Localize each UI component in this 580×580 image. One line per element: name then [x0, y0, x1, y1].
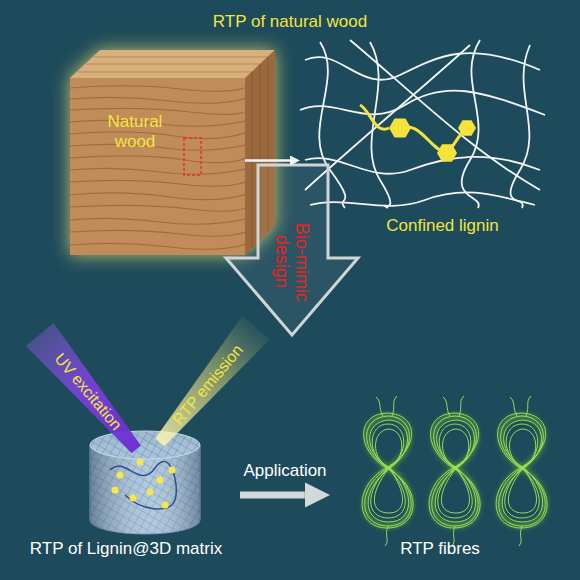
lignin-dot: [147, 489, 154, 496]
cellulose-chain: [511, 45, 530, 208]
emission-beam: RTP emission: [146, 316, 270, 454]
lignin-dot: [169, 467, 176, 474]
diagram-title: RTP of natural wood: [0, 12, 580, 32]
wood-grain: [70, 156, 245, 163]
hollow-arrow-outline: [224, 163, 360, 337]
wood-grain: [70, 218, 245, 224]
node-label: Bio-mimic design: [271, 207, 312, 317]
wood-grain: [70, 97, 245, 103]
node-label: Confined lignin: [340, 216, 545, 236]
wood-front-face: [70, 78, 245, 255]
wood-grain: [70, 193, 245, 200]
wood-grain: [70, 144, 245, 150]
wood-grain: [70, 168, 245, 174]
wood-grain: [86, 64, 261, 65]
wood-grain: [252, 72, 253, 248]
lignin-dot: [157, 477, 164, 484]
zoom-frame: [184, 138, 201, 175]
connector-label: Application: [215, 461, 355, 481]
cellulose-chain: [350, 40, 540, 190]
uv-light-beam: [26, 323, 150, 461]
emission-light-beam: [146, 316, 270, 454]
lignin-ring: [389, 119, 411, 138]
wood-block: Natural wood: [70, 78, 245, 255]
node-label: RTP emission: [153, 322, 264, 449]
lignin-dot: [117, 472, 124, 479]
fibre-bundle: [429, 396, 480, 546]
node-label: RTP fibres: [370, 539, 510, 559]
node-label: Natural wood: [100, 112, 170, 151]
lignin-network: Confined lignin: [300, 35, 545, 243]
node-label: UV excitation: [33, 329, 144, 456]
wood-grain: [70, 243, 245, 249]
lignin-chain: [360, 105, 389, 129]
cylinder-top: [90, 431, 200, 459]
lignin-dot: [112, 487, 119, 494]
node-label: RTP of Lignin@3D matrix: [12, 539, 240, 559]
wood-grain: [93, 57, 268, 58]
cellulose-chain: [305, 53, 540, 80]
lignin-matrix: RTP of Lignin@3D matrix: [12, 425, 240, 565]
connector-arrow: [240, 492, 305, 499]
wood-grain: [70, 230, 245, 236]
lignin-dot: [137, 459, 144, 466]
rtp-fibres: RTP fibres: [330, 405, 575, 565]
cellulose-chain: [310, 192, 535, 205]
lignin-dot: [130, 495, 137, 502]
lignin-scribble: [110, 461, 176, 509]
cellulose-chain: [305, 45, 470, 190]
biomimic-arrow: Bio-mimic design: [224, 163, 360, 337]
lignin-dot: [162, 502, 169, 509]
fibre-bundle: [496, 396, 547, 546]
wood-grain: [70, 205, 245, 211]
uv-beam: UV excitation: [26, 323, 150, 461]
lignin-ring: [437, 144, 457, 161]
connector-arrow: [245, 159, 290, 162]
wood-top-face: [70, 50, 275, 78]
wood-glow: [70, 50, 275, 255]
wood-grain: [70, 131, 245, 139]
lignin-ring: [458, 120, 476, 136]
wood-grain: [70, 86, 245, 92]
wood-grain: [78, 72, 253, 73]
fibre-bundle: [362, 396, 413, 546]
wood-grain: [70, 180, 245, 186]
hollow-arrow: [226, 165, 358, 335]
